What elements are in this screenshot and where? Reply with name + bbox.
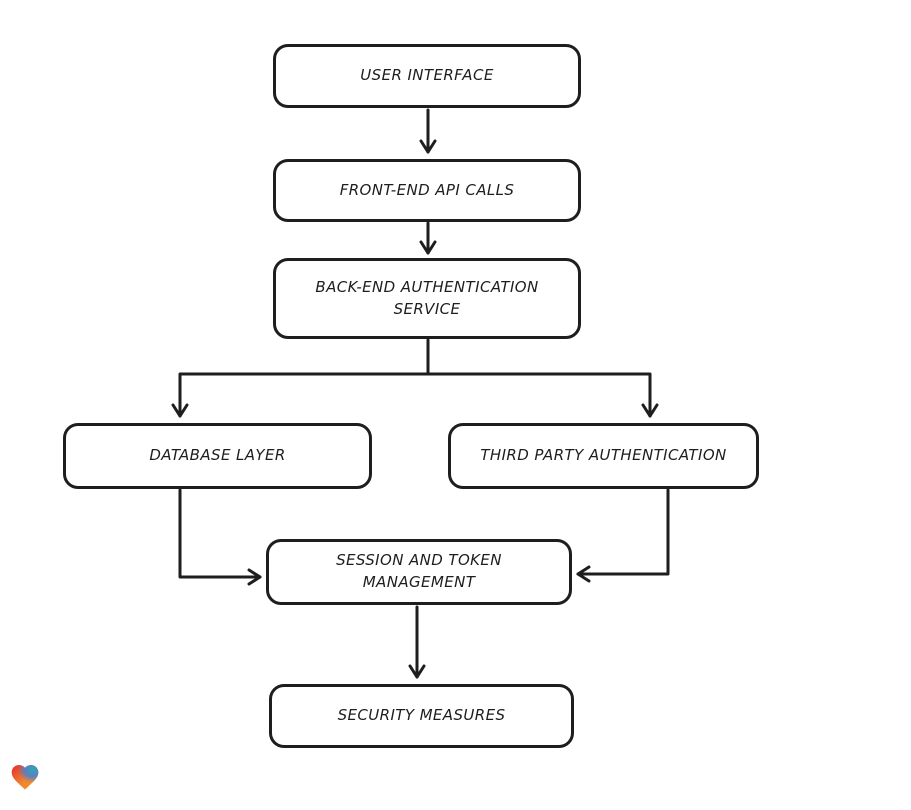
node-database-layer: DATABASE LAYER [63,423,372,489]
edge-back-end-auth-to-database-layer [171,338,430,418]
node-back-end-authentication-service: BACK-END AUTHENTICATION SERVICE [273,258,581,339]
node-third-party-authentication: THIRD PARTY AUTHENTICATION [448,423,759,489]
node-session-and-token-management-label: SESSION AND TOKEN MANAGEMENT [336,551,502,591]
node-security-measures: SECURITY MEASURES [269,684,574,748]
node-third-party-authentication-label: THIRD PARTY AUTHENTICATION [480,446,727,465]
rainbow-heart-icon [11,765,39,790]
node-user-interface-label: USER INTERFACE [360,66,494,85]
node-front-end-api-calls-label: FRONT-END API CALLS [339,180,515,199]
edge-database-layer-to-session-token [178,488,262,586]
node-front-end-api-calls: FRONT-END API CALLS [273,159,581,222]
node-back-end-authentication-service-label: BACK-END AUTHENTICATION SERVICE [315,277,539,318]
node-user-interface: USER INTERFACE [273,44,581,108]
node-security-measures-label: SECURITY MEASURES [337,706,506,725]
edge-back-end-auth-to-third-party-auth [426,372,659,418]
node-database-layer-label: DATABASE LAYER [149,446,286,465]
node-session-and-token-management: SESSION AND TOKEN MANAGEMENT [266,539,572,605]
edge-third-party-auth-to-session-token [576,488,670,583]
